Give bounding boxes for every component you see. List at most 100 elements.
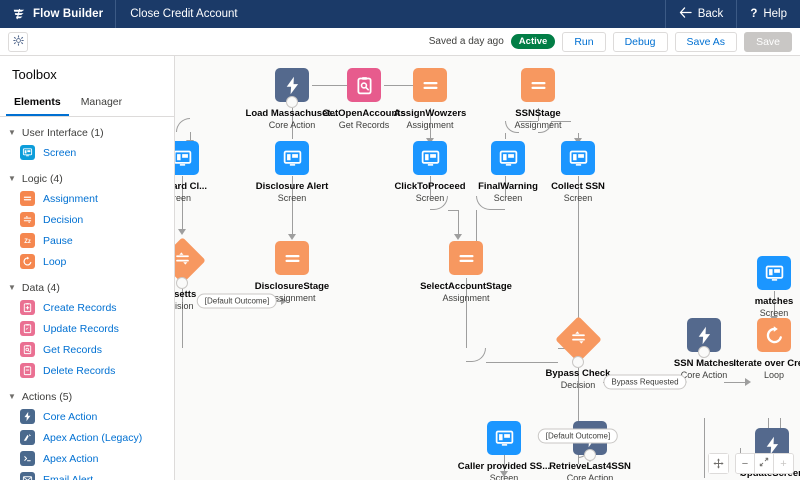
help-button[interactable]: ? Help: [736, 0, 800, 28]
debug-button[interactable]: Debug: [612, 31, 668, 52]
settings-button[interactable]: [8, 31, 28, 52]
save-as-button[interactable]: Save As: [674, 31, 738, 52]
fit-to-screen-button[interactable]: [708, 453, 729, 474]
screen-icon[interactable]: [413, 141, 447, 175]
header-actions: Back ? Help: [664, 0, 800, 28]
node-connector-dot[interactable]: [584, 449, 596, 461]
toolbox-group-header[interactable]: ▼Logic (4): [0, 170, 174, 188]
tab-manager[interactable]: Manager: [80, 96, 123, 108]
get-records-icon[interactable]: [347, 68, 381, 102]
screen-icon[interactable]: [757, 256, 791, 290]
screen-icon[interactable]: [487, 421, 521, 455]
toolbox-group-header[interactable]: ▼Actions (5): [0, 388, 174, 406]
back-button[interactable]: Back: [664, 0, 737, 28]
apex-legacy-icon: [20, 430, 35, 445]
decision-icon[interactable]: [158, 236, 206, 289]
toolbox-group: ▼User Interface (1) Screen: [0, 117, 174, 163]
toolbox-item-get-records[interactable]: Get Records: [0, 339, 174, 360]
zoom-in-button[interactable]: +: [774, 454, 793, 473]
node-type-label: Decision: [560, 380, 596, 390]
loop-icon[interactable]: [757, 318, 791, 352]
core-action-icon[interactable]: [687, 318, 721, 358]
zoom-reset-button[interactable]: [755, 454, 774, 473]
toolbox-item-apex-action-legacy[interactable]: Apex Action (Legacy): [0, 427, 174, 448]
toolbox-item-core-action[interactable]: Core Action: [0, 406, 174, 427]
chevron-down-icon: ▼: [8, 283, 16, 292]
app-header: Flow Builder Close Credit Account Back ?…: [0, 0, 800, 28]
node-connector-dot[interactable]: [286, 96, 298, 108]
toolbox-item-assignment[interactable]: Assignment: [0, 188, 174, 209]
assignment-icon[interactable]: [449, 241, 483, 275]
toolbox-group-header[interactable]: ▼User Interface (1): [0, 124, 174, 142]
screen-icon[interactable]: [491, 141, 525, 175]
toolbox-item-label: Delete Records: [43, 364, 116, 377]
save-button[interactable]: Save: [744, 31, 792, 52]
brand-label: Flow Builder: [33, 8, 104, 20]
help-label: Help: [763, 8, 787, 20]
screen-icon[interactable]: [561, 141, 595, 175]
run-button[interactable]: Run: [562, 31, 606, 52]
toolbox-item-apex-action[interactable]: Apex Action: [0, 448, 174, 469]
loop-icon: [20, 254, 35, 269]
brand-area[interactable]: Flow Builder: [0, 0, 115, 28]
gear-icon: [12, 34, 24, 49]
flow-node-chusetts[interactable]: chusetts ...cision: [122, 236, 242, 311]
connector-label[interactable]: [Default Outcome]: [537, 428, 619, 444]
node-connector-dot[interactable]: [698, 346, 710, 358]
toolbox-group-label: Actions (5): [21, 391, 73, 403]
node-label: matches: [754, 296, 794, 307]
chevron-down-icon: ▼: [8, 174, 16, 183]
node-type-label: Assignment: [268, 293, 316, 303]
node-label: Iterate over Credit: [733, 358, 800, 369]
toolbox-item-label: Screen: [43, 146, 77, 159]
toolbox-item-screen[interactable]: Screen: [0, 142, 174, 163]
node-label: Caller provided SS...: [457, 461, 551, 472]
tab-elements[interactable]: Elements: [6, 92, 69, 116]
node-label: Load Massachuset...: [245, 108, 339, 119]
decision-icon[interactable]: [554, 315, 602, 368]
node-connector-dot[interactable]: [176, 277, 188, 289]
connector-label[interactable]: Bypass Requested: [603, 374, 687, 390]
toolbox-item-create-records[interactable]: Create Records: [0, 297, 174, 318]
arrow-left-icon: [679, 7, 692, 21]
node-connector-dot[interactable]: [572, 356, 584, 368]
toolbox-item-email-alert[interactable]: Email Alert: [0, 469, 174, 480]
flow-node-iterate-over-credit[interactable]: Iterate over CreditLoop: [714, 318, 800, 380]
screen-icon[interactable]: [275, 141, 309, 175]
svg-text:Zz: Zz: [24, 239, 31, 245]
question-mark-icon: ?: [750, 8, 758, 20]
toolbox-item-delete-records[interactable]: Delete Records: [0, 360, 174, 381]
toolbox-group-header[interactable]: ▼Data (4): [0, 279, 174, 297]
assignment-icon[interactable]: [275, 241, 309, 275]
flow-node-load-massachuset[interactable]: Load Massachuset...Core Action: [232, 68, 352, 130]
flow-toolbar: Saved a day ago Active Run Debug Save As…: [0, 28, 800, 56]
flow-node-caller-provided-ss[interactable]: Caller provided SS...Screen: [444, 421, 564, 480]
assignment-icon[interactable]: [521, 68, 555, 102]
core-action-icon[interactable]: [275, 68, 309, 108]
assignment-icon[interactable]: [413, 68, 447, 102]
toolbox-item-update-records[interactable]: Update Records: [0, 318, 174, 339]
connector-label[interactable]: [Default Outcome]: [196, 293, 278, 309]
toolbox-item-decision[interactable]: Decision: [0, 209, 174, 230]
toolbox-item-loop[interactable]: Loop: [0, 251, 174, 272]
update-records-icon: [20, 321, 35, 336]
node-type-label: Screen: [415, 193, 445, 203]
node-label: DisclosureStage: [254, 281, 330, 292]
zoom-out-button[interactable]: −: [736, 454, 755, 473]
node-label: Bypass Check: [545, 368, 611, 379]
node-label: chusetts ...: [157, 289, 207, 300]
